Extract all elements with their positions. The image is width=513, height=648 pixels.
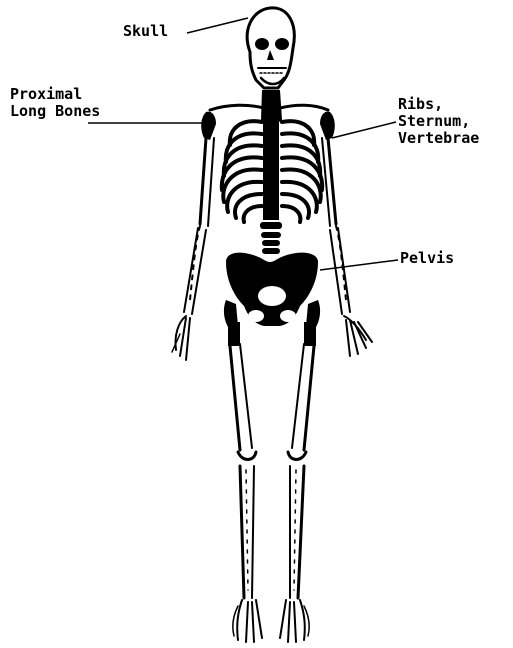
lower-leg-bones	[240, 466, 304, 598]
foot-bones	[233, 600, 309, 642]
label-proximal-long-bones: Proximal Long Bones	[10, 86, 100, 120]
skull-bone	[247, 8, 294, 88]
label-ribs-line2: Sternum,	[398, 113, 479, 130]
label-ribs-line3: Vertebrae	[398, 130, 479, 147]
pelvis-leader-line	[320, 260, 398, 270]
label-proximal-line1: Proximal	[10, 86, 100, 103]
label-ribs-line1: Ribs,	[398, 96, 479, 113]
label-pelvis: Pelvis	[400, 250, 454, 267]
spine-bone	[260, 90, 282, 254]
ribs-leader-line	[332, 122, 396, 138]
label-proximal-line2: Long Bones	[10, 103, 100, 120]
label-skull: Skull	[123, 23, 168, 40]
label-ribs-sternum-vertebrae: Ribs, Sternum, Vertebrae	[398, 96, 479, 147]
skull-leader-line	[187, 18, 248, 33]
knee-joints	[238, 452, 306, 460]
pelvis-bone	[226, 253, 318, 326]
